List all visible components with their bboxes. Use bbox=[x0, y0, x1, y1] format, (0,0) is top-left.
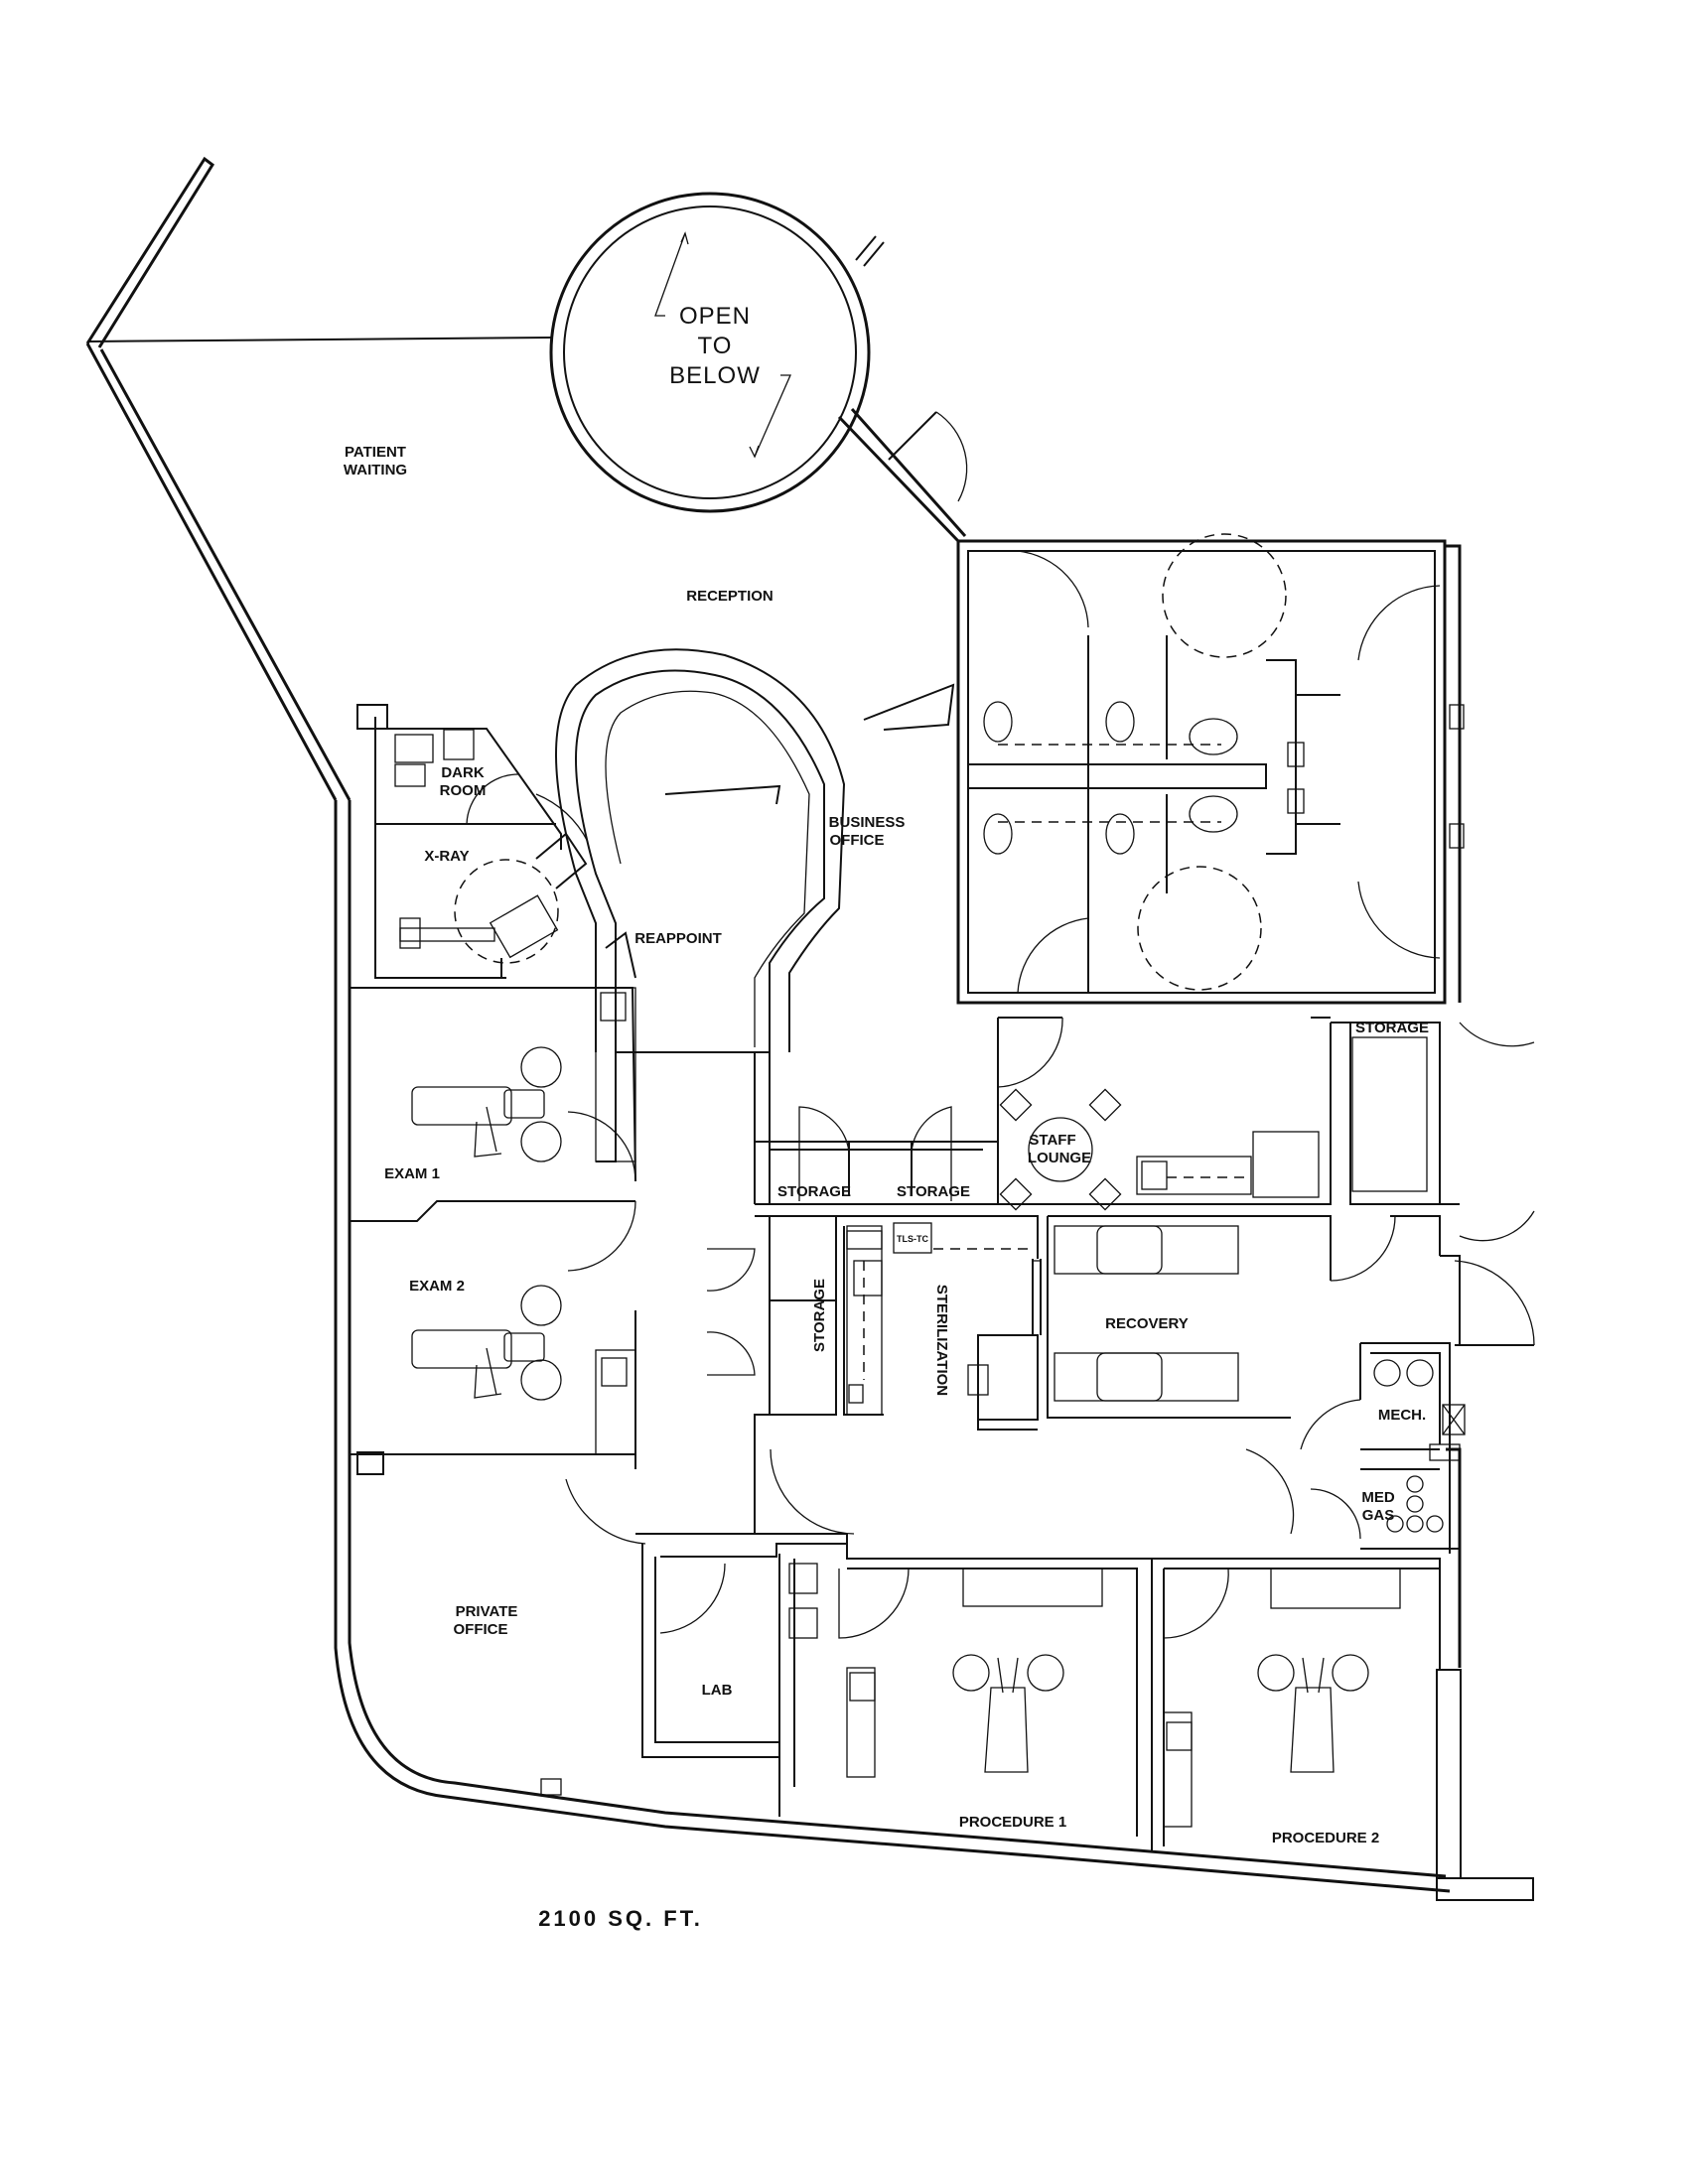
storage-sterilization bbox=[706, 1052, 1042, 1449]
open-to-below-line-3: BELOW bbox=[669, 362, 761, 389]
staff-lounge bbox=[997, 1017, 1535, 1242]
exterior-walls bbox=[85, 156, 1534, 1901]
exam-rooms bbox=[350, 987, 636, 1469]
label-exam-2: EXAM 2 bbox=[409, 1278, 465, 1295]
label-procedure-2: PROCEDURE 2 bbox=[1272, 1830, 1379, 1846]
label-exam-1: EXAM 1 bbox=[384, 1165, 440, 1182]
label-med-gas-2: GAS bbox=[1362, 1507, 1395, 1524]
open-to-below: OPEN TO BELOW bbox=[549, 192, 968, 513]
label-business-office-1: BUSINESS bbox=[829, 814, 906, 831]
reception-desk bbox=[555, 648, 955, 1053]
label-dark-room-1: DARK bbox=[441, 764, 484, 781]
procedure-rooms bbox=[635, 1448, 1441, 1851]
label-patient-waiting-1: PATIENT bbox=[345, 444, 406, 461]
open-to-below-line-1: OPEN bbox=[679, 303, 751, 330]
label-private-office-1: PRIVATE bbox=[456, 1603, 518, 1620]
room-labels: PATIENT WAITING RECEPTION DARK ROOM X-RA… bbox=[344, 444, 1429, 1846]
label-staff-lounge-2: LOUNGE bbox=[1028, 1150, 1091, 1166]
label-private-office-2: OFFICE bbox=[454, 1621, 508, 1638]
label-reappoint: REAPPOINT bbox=[634, 930, 722, 947]
label-xray: X-RAY bbox=[424, 848, 469, 865]
area-note: 2100 SQ. FT. bbox=[538, 1906, 703, 1931]
restroom-block bbox=[956, 533, 1465, 1005]
label-sterilization: STERILIZATION bbox=[933, 1285, 950, 1396]
label-reception: RECEPTION bbox=[686, 588, 774, 605]
south-west-rooms bbox=[356, 1451, 847, 1817]
label-dark-room-2: ROOM bbox=[440, 782, 487, 799]
label-recovery: RECOVERY bbox=[1105, 1315, 1189, 1332]
label-storage-a: STORAGE bbox=[777, 1183, 851, 1200]
label-business-office-2: OFFICE bbox=[830, 832, 885, 849]
label-mech: MECH. bbox=[1378, 1407, 1426, 1424]
recovery bbox=[1047, 1215, 1535, 1419]
label-tls-tc: TLS-TC bbox=[897, 1234, 928, 1244]
label-procedure-1: PROCEDURE 1 bbox=[959, 1814, 1066, 1831]
label-med-gas-1: MED bbox=[1361, 1489, 1395, 1506]
mechanical bbox=[1300, 1342, 1466, 1554]
label-patient-waiting-2: WAITING bbox=[344, 462, 407, 478]
label-staff-lounge-1: STAFF bbox=[1029, 1132, 1075, 1149]
open-to-below-line-2: TO bbox=[698, 333, 733, 359]
label-storage-d: STORAGE bbox=[1355, 1020, 1429, 1036]
label-storage-c: STORAGE bbox=[811, 1279, 828, 1352]
label-lab: LAB bbox=[702, 1682, 733, 1699]
label-storage-b: STORAGE bbox=[897, 1183, 970, 1200]
darkroom-xray bbox=[356, 704, 636, 979]
